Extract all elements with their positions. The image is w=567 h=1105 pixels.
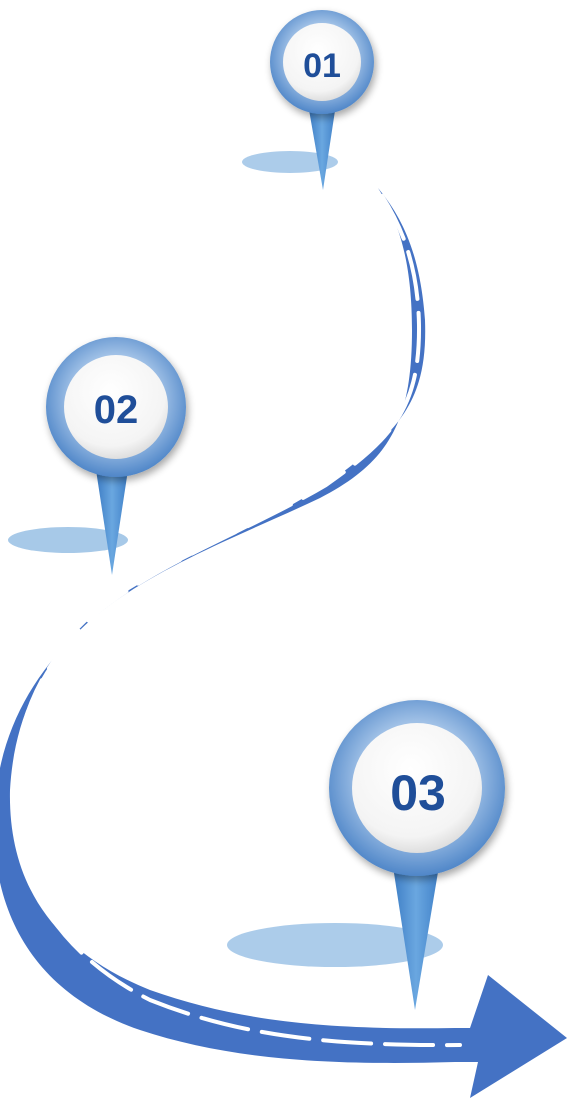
marker-02-stem: [96, 470, 128, 575]
marker-01: 01: [242, 10, 374, 190]
marker-02: 02: [8, 337, 186, 575]
marker-01-label: 01: [303, 47, 341, 85]
marker-03: 03: [227, 700, 505, 1010]
marker-01-stem: [308, 104, 336, 190]
marker-02-label: 02: [94, 388, 139, 432]
lane-marking: [14, 196, 460, 1045]
marker-03-label: 03: [390, 765, 446, 821]
